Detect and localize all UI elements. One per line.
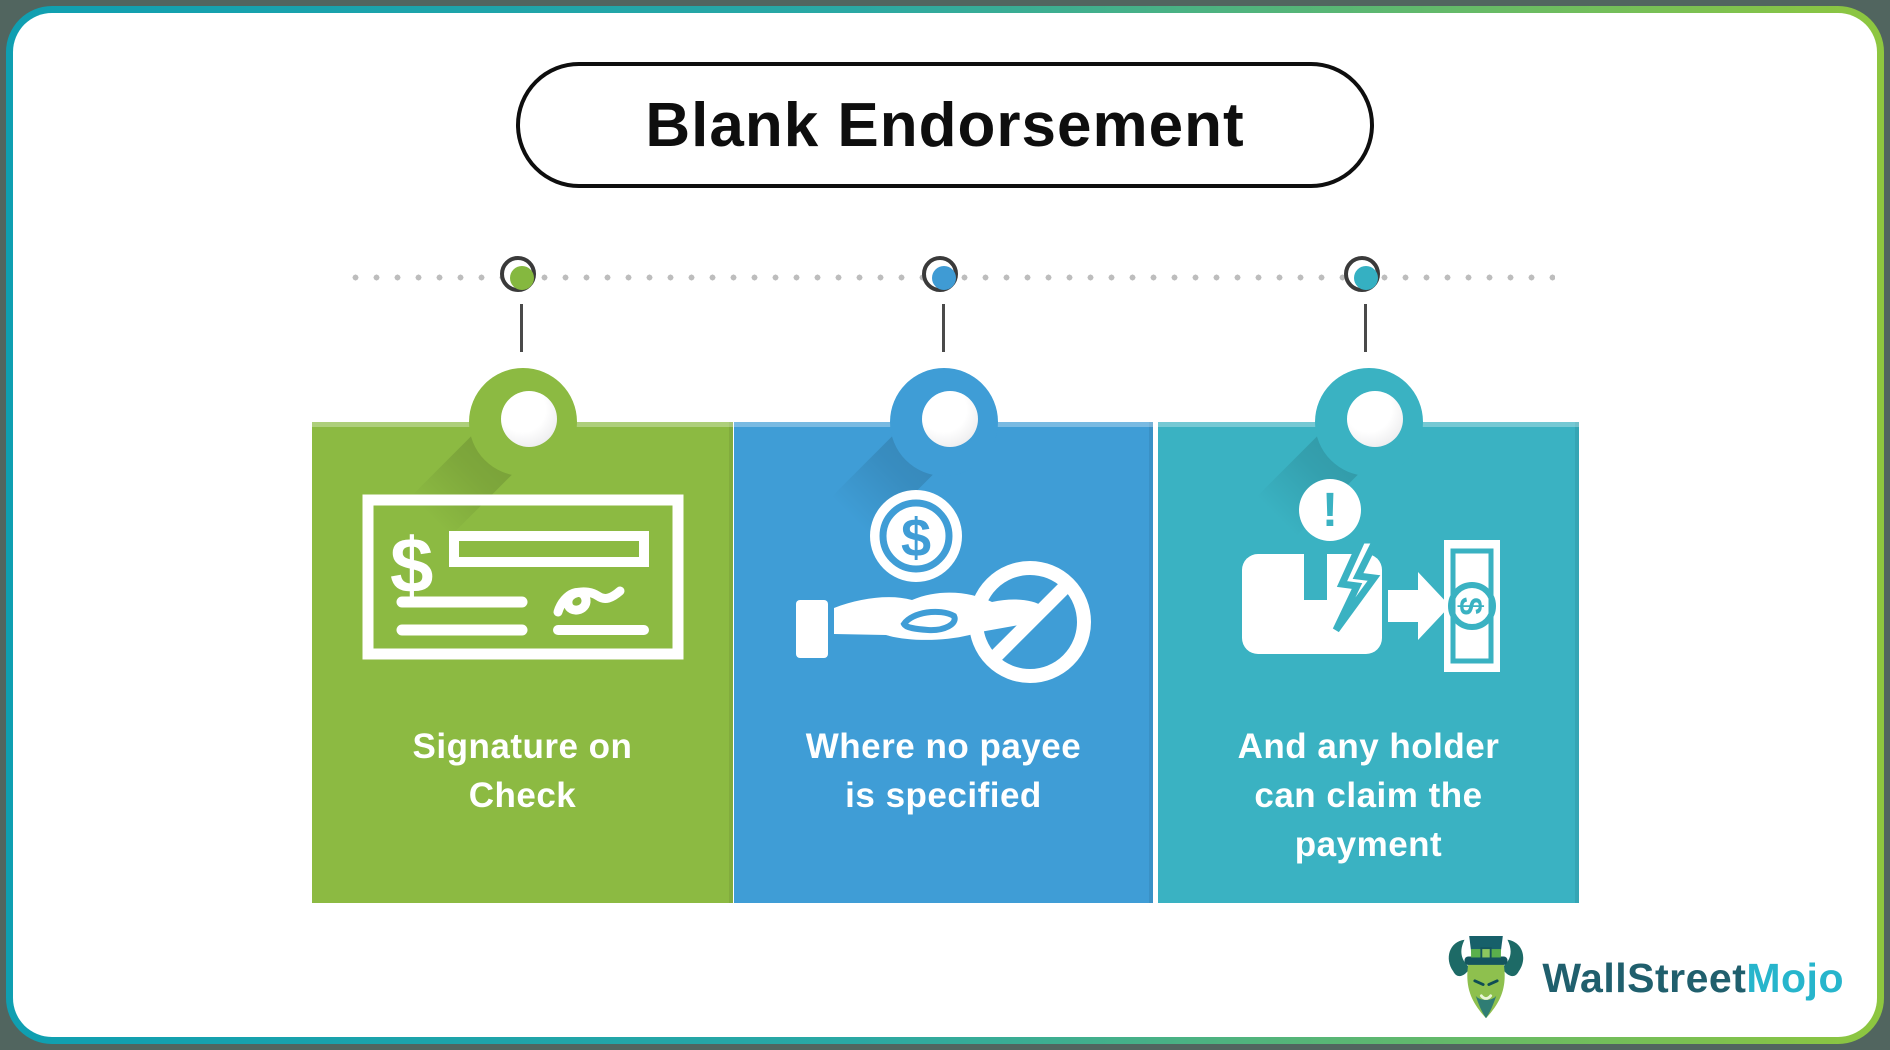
timeline-marker-teal (1344, 256, 1380, 292)
pin-sphere (921, 391, 978, 447)
bull-icon (1449, 936, 1524, 1019)
coin-hand-prohibited-icon: $ (795, 490, 1091, 683)
svg-text:$: $ (1453, 597, 1489, 615)
connector-line (520, 304, 523, 352)
marker-dot (932, 266, 956, 290)
brand-text: WallStreetMojo (1542, 955, 1844, 1002)
title-pill: Blank Endorsement (516, 62, 1374, 188)
marker-dot (510, 266, 534, 290)
timeline-marker-green (500, 256, 536, 292)
check-icon: $ (362, 494, 683, 660)
pin-sphere (1346, 391, 1403, 447)
pin-sphere (500, 391, 557, 447)
svg-text:!: ! (1322, 484, 1338, 537)
brand-primary: WallStreet (1542, 954, 1747, 1001)
package-to-cash-icon: ! $ (1241, 479, 1500, 672)
card-signature-on-check: $ Signature on Check (312, 368, 733, 903)
marker-dot (1354, 266, 1378, 290)
card-label: And any holder can claim the payment (1237, 727, 1500, 864)
timeline-marker-blue (922, 256, 958, 292)
svg-text:$: $ (390, 521, 433, 609)
card-label: Signature on Check (412, 727, 633, 815)
card-no-payee-specified: $ Where no payee is specified (734, 368, 1153, 903)
card-holder-claims-payment: ! $ And any holder can claim the payment (1158, 368, 1579, 903)
connector-line (1364, 304, 1367, 352)
svg-text:$: $ (900, 508, 930, 568)
connector-line (942, 304, 945, 352)
brand-secondary: Mojo (1746, 954, 1844, 1001)
card-label: Where no payee is specified (805, 727, 1082, 815)
wallstreetmojo-logo: WallStreetMojo (1444, 930, 1844, 1026)
page-title: Blank Endorsement (645, 90, 1245, 160)
